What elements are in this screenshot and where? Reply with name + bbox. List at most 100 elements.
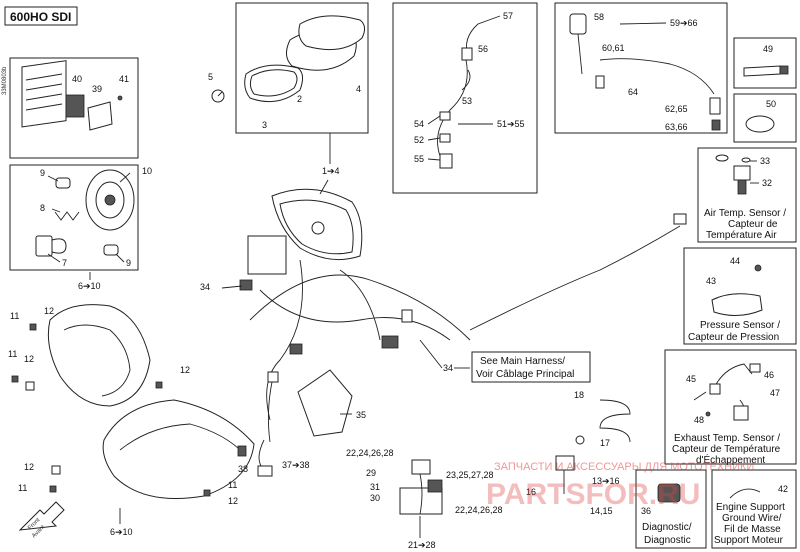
callout-46: 46	[764, 370, 774, 380]
callout-31: 31	[370, 482, 380, 492]
callout-40: 40	[72, 74, 82, 84]
bulb-clip	[54, 211, 80, 221]
callout-58: 58	[594, 12, 604, 22]
callout-10: 10	[142, 166, 152, 176]
callout-50: 50	[766, 99, 776, 109]
box-headlight-bulb	[9, 164, 139, 271]
callout-22b: 22,24,26,28	[455, 505, 503, 515]
callout-11a: 11	[10, 311, 19, 321]
callout-52: 52	[414, 135, 424, 145]
exhaust-caption-2: Capteur de Température	[672, 444, 781, 455]
box-pressure-sensor	[683, 247, 797, 345]
sensor-wire-57	[437, 15, 501, 169]
callout-59-66: 59➔66	[670, 18, 698, 28]
callout-54: 54	[414, 119, 424, 129]
engine-caption-3: Fil de Masse	[724, 524, 781, 535]
callout-32: 32	[762, 178, 772, 188]
callout-12b: 12	[24, 354, 34, 364]
diagnostic-connector	[657, 483, 681, 503]
callout-11b: 11	[8, 349, 17, 359]
screw-set	[11, 323, 211, 497]
callout-1-4: 1➔4	[322, 166, 340, 176]
callout-2: 2	[297, 94, 302, 104]
callout-4: 4	[356, 84, 361, 94]
callout-47: 47	[770, 388, 780, 398]
callout-18: 18	[574, 390, 584, 400]
air-temp-caption-2: Capteur de	[728, 219, 778, 230]
callout-5: 5	[208, 72, 213, 82]
callout-9a: 9	[40, 168, 45, 178]
main-wiring-harness	[239, 213, 687, 421]
pressure-caption-2: Capteur de Pression	[688, 332, 779, 343]
front-arrow-icon	[18, 501, 65, 531]
callout-34b: 34	[443, 363, 453, 373]
callout-64: 64	[628, 87, 638, 97]
callout-12a: 12	[44, 306, 54, 316]
bracket-35	[297, 369, 353, 437]
callout-21-28: 21➔28	[408, 540, 436, 550]
headlight-housing-lower	[102, 399, 255, 499]
callout-43: 43	[706, 276, 716, 286]
callout-51-55: 51➔55	[497, 119, 525, 129]
exhaust-caption-3: d'Échappement	[696, 453, 765, 466]
headlight-bulb	[35, 235, 67, 257]
callout-13-16: 13➔16	[592, 476, 620, 486]
engine-caption-1: Engine Support	[716, 502, 785, 513]
callout-36: 36	[641, 506, 651, 516]
diagnostic-caption-1: Diagnostic/	[642, 522, 692, 533]
watermark-text: ЗАПЧАСТИ И АКСЕССУАРЫ ДЛЯ МОТОТЕХНИКИ	[494, 461, 754, 473]
box-exhaust-temp-sensor	[664, 349, 797, 465]
box-main-harness	[471, 351, 591, 383]
callout-8: 8	[40, 203, 45, 213]
callout-12d: 12	[24, 462, 34, 472]
engine-caption-2: Ground Wire/	[722, 513, 782, 524]
exhaust-caption-1: Exhaust Temp. Sensor /	[674, 433, 780, 444]
box-air-temp-sensor	[697, 147, 797, 243]
headlight-housing-upper	[47, 304, 151, 407]
headlight-reflector	[85, 169, 135, 231]
air-temp-caption-1: Air Temp. Sensor /	[704, 208, 786, 219]
callout-30: 30	[370, 493, 380, 503]
callout-48: 48	[694, 415, 704, 425]
grease-tube	[743, 65, 789, 77]
callout-60-61: 60,61	[602, 43, 625, 53]
callout-57: 57	[503, 11, 513, 21]
engine-caption-4: Support Moteur	[714, 535, 784, 546]
callout-34a: 34	[200, 282, 210, 292]
pressure-sensor	[711, 264, 763, 316]
callout-62-65: 62,65	[665, 104, 688, 114]
box-connectors-51-57	[392, 2, 538, 194]
callout-11c: 11	[228, 480, 237, 490]
callout-45: 45	[686, 374, 696, 384]
callout-11d: 11	[18, 483, 27, 493]
callout-42: 42	[778, 484, 788, 494]
diagnostic-caption-2: Diagnostic	[644, 535, 691, 546]
callout-7: 7	[62, 258, 67, 268]
callout-14-15: 14,15	[590, 506, 613, 516]
callout-23: 23,25,27,28	[446, 470, 494, 480]
box-tie-50	[733, 93, 797, 143]
callout-33: 33	[760, 156, 770, 166]
exhaust-temp-sensor	[693, 363, 761, 421]
model-title: 600HO SDI	[10, 10, 71, 24]
callout-3: 3	[262, 120, 267, 130]
callout-49: 49	[763, 44, 773, 54]
callout-35: 35	[356, 410, 366, 420]
watermark-logo: PARTSFOR.RU	[486, 478, 700, 511]
callout-41: 41	[119, 74, 129, 84]
air-temp-sensor	[715, 154, 751, 195]
callout-56: 56	[478, 44, 488, 54]
probe-assembly	[569, 13, 721, 131]
main-harness-caption-2: Voir Câblage Principal	[476, 369, 574, 380]
callout-9b: 9	[126, 258, 131, 268]
instrument-cluster	[271, 188, 363, 261]
bulb-9b	[103, 244, 119, 256]
callout-12e: 12	[228, 496, 238, 506]
callout-12c: 12	[180, 365, 190, 375]
tie-wrap	[745, 115, 775, 133]
callout-37-38: 37➔38	[282, 460, 310, 470]
box-module-39-41	[9, 57, 139, 159]
pressure-caption-1: Pressure Sensor /	[700, 320, 780, 331]
box-diagnostic	[635, 469, 707, 549]
